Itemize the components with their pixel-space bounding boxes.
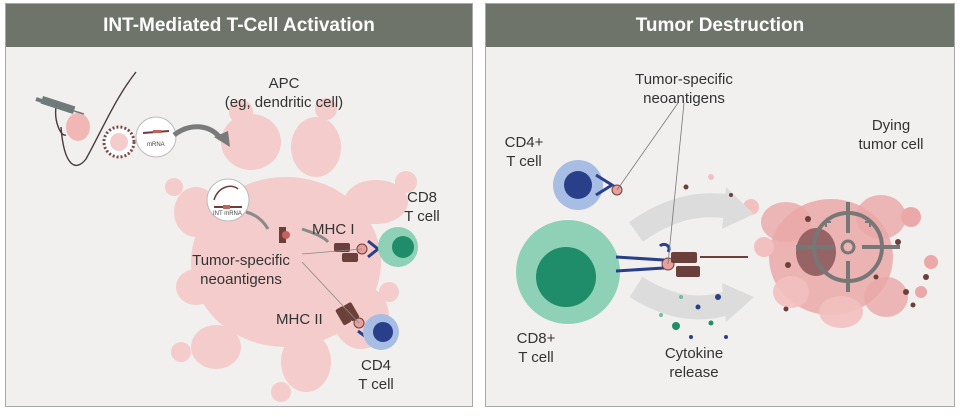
apc-label: APC (eg, dendritic cell) — [209, 74, 359, 112]
cd4-t-cell — [363, 314, 399, 350]
right-panel: Tumor Destruction — [485, 3, 955, 407]
mhc1-label: MHC I — [312, 221, 355, 238]
cd8-plus-label-line2: T cell — [518, 349, 554, 366]
left-panel: INT-Mediated T-Cell Activation — [5, 3, 473, 407]
mrna-label: mRNA — [147, 142, 165, 148]
cd8-plus-label-line1: CD8+ — [516, 330, 556, 347]
apc-label-line2: (eg, dendritic cell) — [224, 94, 344, 111]
translation-arrow — [245, 210, 270, 230]
left-diagram — [35, 71, 418, 402]
right-diagram — [516, 102, 938, 339]
dying-tumor-label: Dying tumor cell — [841, 116, 941, 154]
dying-tumor-label-line1: Dying — [871, 117, 911, 134]
neoantigen-leader-2 — [301, 261, 360, 324]
neoantigens-label-line2: neoantigens — [200, 271, 282, 288]
attack-arrowhead-upper — [722, 187, 754, 229]
injection-arm — [35, 71, 137, 167]
lipid-nanoparticle-icon — [102, 125, 136, 159]
neoantigens-label-line1: Tumor-specific — [635, 71, 733, 88]
target-crosshair-icon — [796, 202, 900, 292]
neoantigens-label: Tumor-specific neoantigens — [171, 251, 311, 289]
apc-label-line1: APC — [268, 75, 300, 92]
presentation-arrow — [301, 227, 330, 244]
uptake-arrow — [172, 124, 224, 141]
dying-tumor-cell — [743, 195, 938, 328]
uptake-arrowhead — [214, 131, 230, 147]
mhc2-label: MHC II — [276, 311, 323, 328]
cd8-label-line2: T cell — [404, 208, 440, 225]
cd4-plus-label: CD4+ T cell — [494, 133, 554, 171]
cytokine-label-line2: release — [669, 364, 719, 381]
neoantigens-label-line2: neoantigens — [643, 90, 725, 107]
cytokine-label-line1: Cytokine — [664, 345, 724, 362]
syringe-icon — [35, 95, 85, 115]
cytokine-particles — [659, 174, 733, 339]
cd4-label-line1: CD4 — [360, 357, 391, 374]
cd4-plus-label-line2: T cell — [506, 153, 542, 170]
cd4-plus-label-line1: CD4+ — [504, 134, 544, 151]
cd8-plus-label: CD8+ T cell — [506, 329, 566, 367]
cd4-label: CD4 T cell — [346, 356, 406, 394]
cytokine-label: Cytokine release — [654, 344, 734, 382]
mrna-bubble — [135, 116, 177, 158]
neoantigens-label-line1: Tumor-specific — [192, 252, 290, 269]
attack-arrow-upper — [629, 193, 733, 242]
neoantigen-leader-1 — [301, 248, 363, 255]
int-mrna-bubble — [206, 178, 250, 222]
right-panel-title: Tumor Destruction — [486, 4, 954, 47]
neoantigen-leader-2 — [667, 102, 685, 265]
cd4-plus-t-cell — [553, 160, 623, 210]
cd8-plus-t-cell — [516, 220, 748, 324]
cd8-label-line1: CD8 — [406, 189, 437, 206]
cd8-t-cell — [378, 227, 418, 267]
neoantigens-label: Tumor-specific neoantigens — [614, 70, 754, 108]
neoantigen-leader-1 — [616, 102, 679, 191]
attack-arrowhead-lower — [722, 283, 754, 322]
neoantigen-protein-icon — [279, 227, 290, 243]
dying-tumor-label-line2: tumor cell — [858, 136, 924, 153]
attack-arrow-lower — [629, 276, 735, 320]
cd4-label-line2: T cell — [358, 376, 394, 393]
cd8-label: CD8 T cell — [392, 188, 452, 226]
left-panel-title: INT-Mediated T-Cell Activation — [6, 4, 472, 47]
int-mrna-label: INT mRNA — [213, 211, 242, 217]
